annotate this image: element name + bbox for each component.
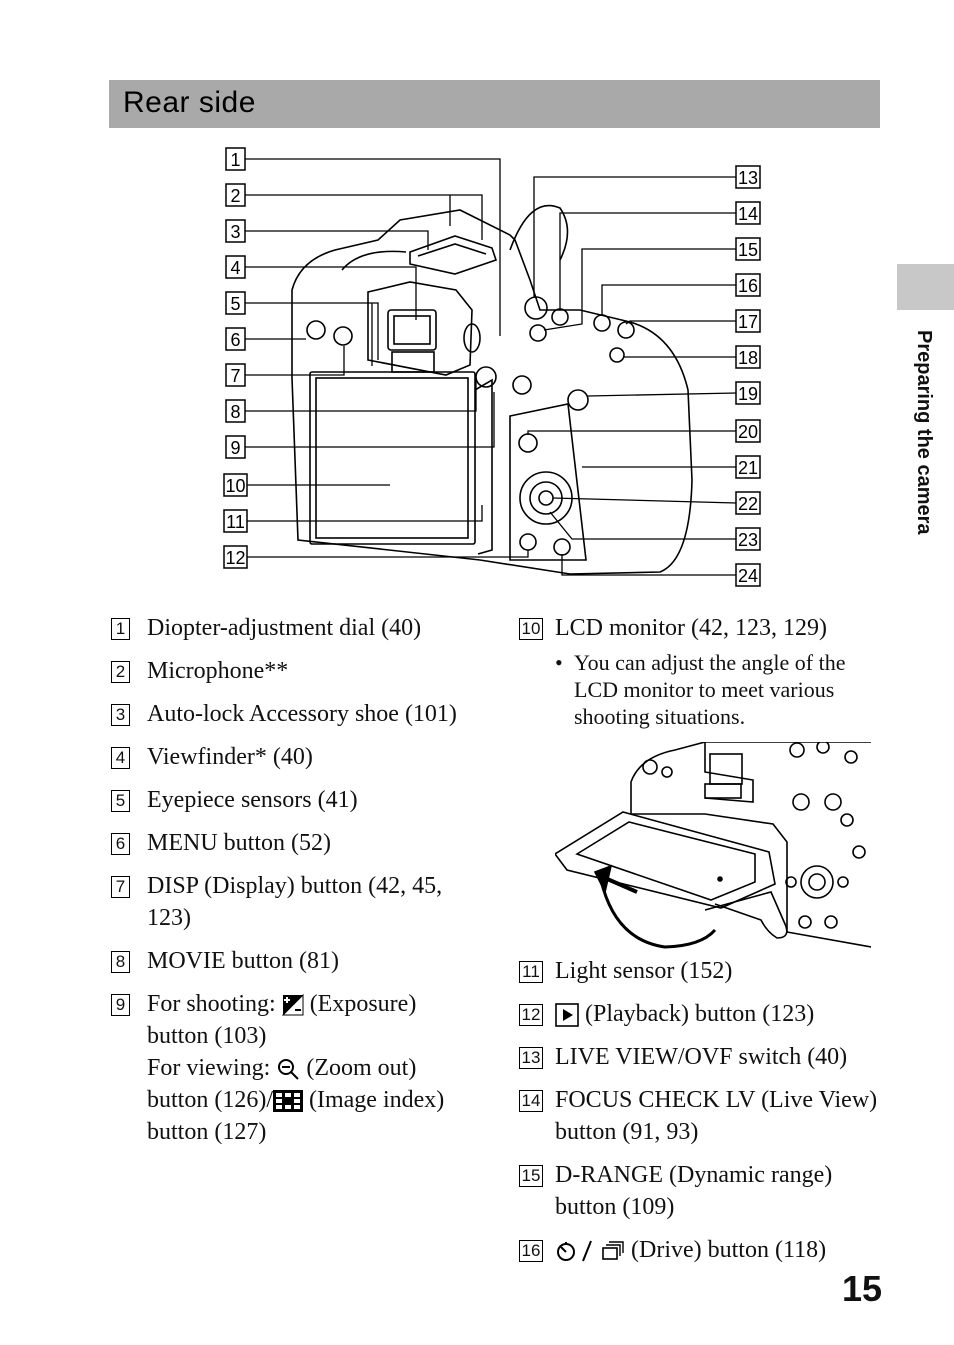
callout-21: 21 bbox=[738, 458, 758, 478]
item-text: MOVIE button (81) bbox=[147, 948, 339, 974]
item-number: 11 bbox=[519, 961, 543, 983]
left-column: 1 Diopter-adjustment dial (40) 2 Microph… bbox=[111, 612, 481, 1159]
item-text: LCD monitor (42, 123, 129) bbox=[555, 615, 827, 641]
callout-14: 14 bbox=[738, 204, 758, 224]
section-header: Rear side bbox=[109, 80, 880, 128]
callout-22: 22 bbox=[738, 494, 758, 514]
side-tab-label: Preparing the camera bbox=[913, 330, 935, 535]
item-number: 1 bbox=[111, 618, 130, 640]
item-text: D-RANGE (Dynamic range) button (109) bbox=[555, 1162, 833, 1220]
callouts-left: 1 2 3 4 5 6 7 8 9 10 11 12 bbox=[223, 147, 529, 569]
item-text: (Drive) button (118) bbox=[631, 1237, 827, 1263]
item-number: 2 bbox=[111, 661, 130, 683]
item-text-part: (Zoom out) button (126)/ bbox=[147, 1055, 417, 1113]
item-text: FOCUS CHECK LV (Live View) button (91, 9… bbox=[555, 1087, 878, 1145]
item-text: MENU button (52) bbox=[147, 830, 331, 856]
item-number: 15 bbox=[519, 1165, 543, 1187]
callout-23: 23 bbox=[738, 530, 758, 550]
image-index-icon bbox=[273, 1090, 303, 1113]
item-text-part: (Image index) button (127) bbox=[147, 1087, 445, 1145]
item-text: Diopter-adjustment dial (40) bbox=[147, 615, 422, 641]
right-column: 10 LCD monitor (42, 123, 129) • You can … bbox=[519, 612, 879, 730]
item-text: Microphone** bbox=[147, 658, 289, 684]
callout-13: 13 bbox=[738, 168, 758, 188]
note: • You can adjust the angle of the LCD mo… bbox=[519, 649, 879, 730]
callout-16: 16 bbox=[738, 276, 758, 296]
side-tab-marker bbox=[897, 264, 954, 310]
list-item: 14 FOCUS CHECK LV (Live View) button (91… bbox=[519, 1084, 879, 1148]
item-text-part: For shooting: bbox=[147, 991, 282, 1017]
item-text: Light sensor (152) bbox=[555, 958, 733, 984]
item-text: LIVE VIEW/OVF switch (40) bbox=[555, 1044, 848, 1070]
list-item: 8 MOVIE button (81) bbox=[111, 945, 481, 977]
callout-8: 8 bbox=[230, 402, 240, 422]
list-item: 7 DISP (Display) button (42, 45, 123) bbox=[111, 870, 481, 934]
item-text-part: (Exposure) button (103) bbox=[147, 991, 417, 1049]
callout-10: 10 bbox=[225, 476, 245, 496]
list-item: 10 LCD monitor (42, 123, 129) bbox=[519, 612, 879, 644]
item-number: 10 bbox=[519, 618, 543, 640]
item-text: Auto-lock Accessory shoe (101) bbox=[147, 701, 457, 727]
callout-12: 12 bbox=[225, 548, 245, 568]
item-number: 7 bbox=[111, 876, 130, 898]
callout-18: 18 bbox=[738, 348, 758, 368]
callout-20: 20 bbox=[738, 422, 758, 442]
list-item: 5 Eyepiece sensors (41) bbox=[111, 784, 481, 816]
list-item: 15 D-RANGE (Dynamic range) button (109) bbox=[519, 1159, 879, 1223]
callout-4: 4 bbox=[230, 258, 240, 278]
page-number: 15 bbox=[842, 1268, 883, 1309]
exposure-icon bbox=[281, 994, 304, 1016]
callout-9: 9 bbox=[230, 438, 240, 458]
item-number: 5 bbox=[111, 790, 130, 812]
item-text-part: For viewing: bbox=[147, 1055, 277, 1081]
callout-15: 15 bbox=[738, 240, 758, 260]
callout-24: 24 bbox=[738, 566, 758, 586]
item-text: Eyepiece sensors (41) bbox=[147, 787, 358, 813]
callout-1: 1 bbox=[230, 150, 240, 170]
item-number: 16 bbox=[519, 1240, 543, 1262]
item-number: 8 bbox=[111, 951, 130, 973]
side-tab: Preparing the camera bbox=[907, 330, 937, 570]
callouts-right: 13 14 15 16 17 18 19 20 21 22 23 24 bbox=[527, 165, 761, 587]
list-item: 6 MENU button (52) bbox=[111, 827, 481, 859]
item-number: 6 bbox=[111, 833, 130, 855]
item-number: 14 bbox=[519, 1090, 543, 1112]
item-text: (Playback) button (123) bbox=[585, 1001, 815, 1027]
callout-5: 5 bbox=[230, 294, 240, 314]
zoom-out-icon bbox=[278, 1059, 300, 1081]
list-item: 9 For shooting: (Exposure) button (103) … bbox=[111, 988, 481, 1148]
lcd-tilt-illustration bbox=[555, 742, 871, 952]
self-timer-drive-icon bbox=[557, 1241, 624, 1262]
callout-17: 17 bbox=[738, 312, 758, 332]
list-item: 11 Light sensor (152) bbox=[519, 955, 879, 987]
callout-2: 2 bbox=[230, 186, 240, 206]
item-text: DISP (Display) button (42, 45, 123) bbox=[147, 873, 443, 931]
list-item: 1 Diopter-adjustment dial (40) bbox=[111, 612, 481, 644]
right-column-continued: 11 Light sensor (152) 12 (Playback) butt… bbox=[519, 955, 879, 1277]
playback-icon bbox=[555, 1003, 579, 1028]
item-number: 3 bbox=[111, 704, 130, 726]
list-item: 12 (Playback) button (123) bbox=[519, 998, 879, 1030]
list-item: 13 LIVE VIEW/OVF switch (40) bbox=[519, 1041, 879, 1073]
list-item: 16 (Drive) button (118) bbox=[519, 1234, 879, 1266]
list-item: 3 Auto-lock Accessory shoe (101) bbox=[111, 698, 481, 730]
callout-6: 6 bbox=[230, 330, 240, 350]
item-text: Viewfinder* (40) bbox=[147, 744, 313, 770]
bullet: • bbox=[555, 650, 563, 675]
callout-19: 19 bbox=[738, 384, 758, 404]
callout-11: 11 bbox=[226, 512, 245, 532]
item-number: 13 bbox=[519, 1047, 543, 1069]
callout-3: 3 bbox=[230, 222, 240, 242]
list-item: 4 Viewfinder* (40) bbox=[111, 741, 481, 773]
note-text: You can adjust the angle of the LCD moni… bbox=[574, 650, 846, 729]
list-item: 2 Microphone** bbox=[111, 655, 481, 687]
section-title: Rear side bbox=[123, 86, 256, 119]
camera-rear-diagram: 1 2 3 4 5 6 7 8 9 10 11 12 bbox=[223, 147, 761, 587]
item-number: 9 bbox=[111, 994, 130, 1016]
callout-7: 7 bbox=[230, 366, 240, 386]
item-number: 12 bbox=[519, 1004, 543, 1026]
item-number: 4 bbox=[111, 747, 130, 769]
